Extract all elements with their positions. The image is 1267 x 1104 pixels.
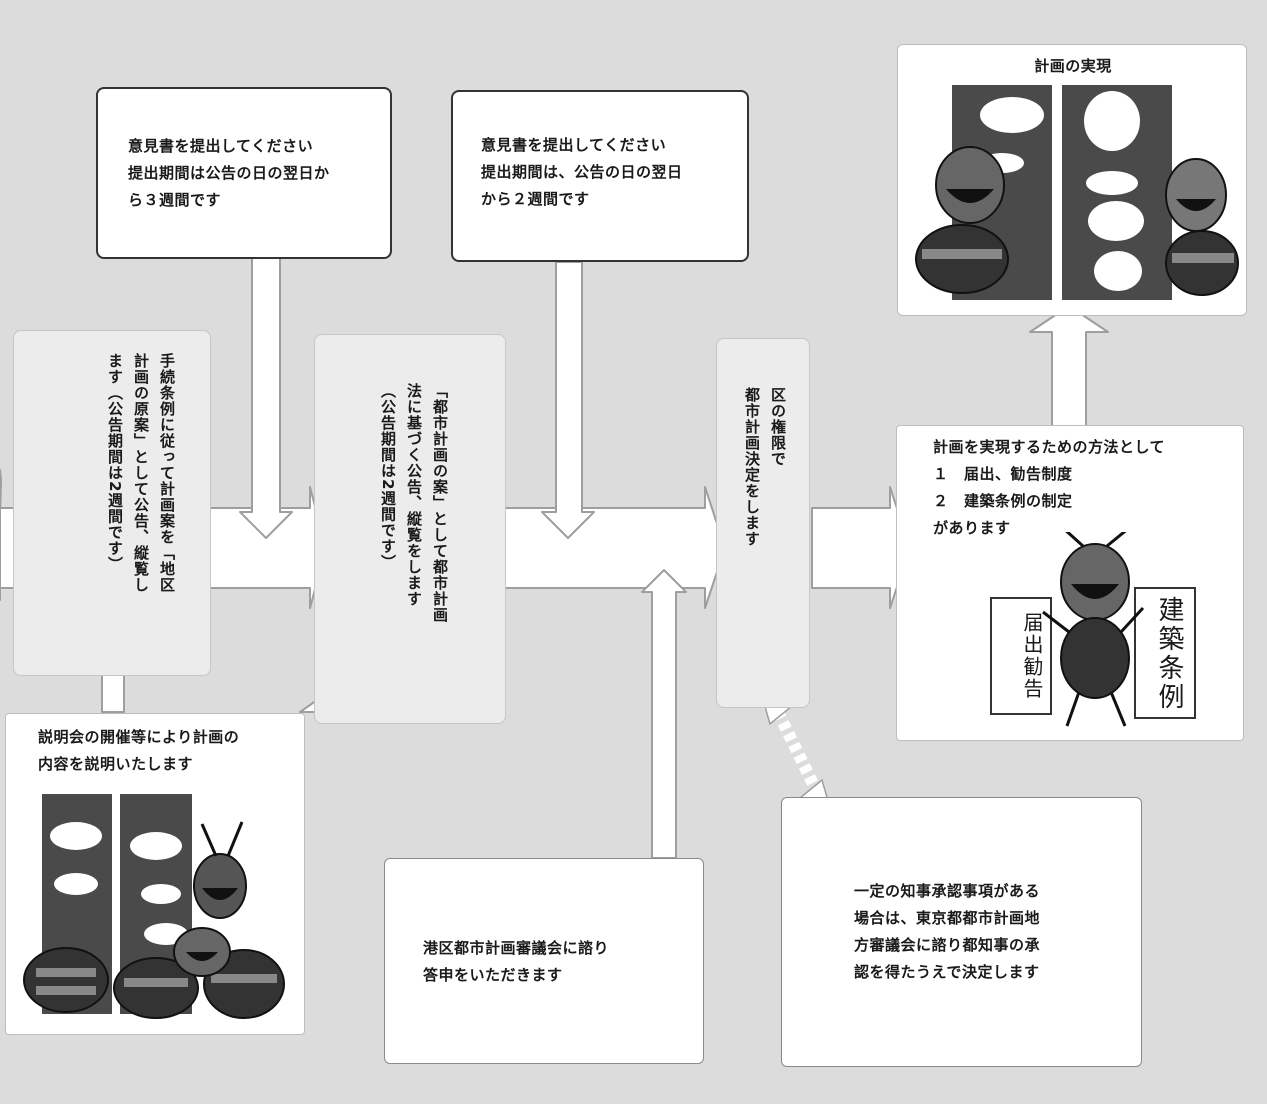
arrow-step2-to-step3 xyxy=(504,486,726,609)
step-city-plan-draft-text: 「都市計画の案」として都市計画 法に基づく公告、縦覧をします （公告期間は2週間… xyxy=(379,383,449,623)
connector-explain xyxy=(101,671,125,713)
step-decision-text: 区の権限で 都市計画決定をします xyxy=(743,387,787,547)
dashed-arrow-governor xyxy=(772,709,822,793)
comment-box-3weeks: 意見書を提出してください 提出期間は公告の日の翌日か ら３週間です xyxy=(96,87,392,259)
council-consultation-text: 港区都市計画審議会に諮り 答申をいただきます xyxy=(423,939,610,984)
comment-box-3weeks-text: 意見書を提出してください 提出期間は公告の日の翌日か ら３週間です xyxy=(128,137,330,209)
implementation-methods-box: 計画を実現するための方法として １ 届出、勧告制度 ２ 建築条例の制定 がありま… xyxy=(896,425,1244,741)
step-decision-box: 区の権限で 都市計画決定をします xyxy=(716,338,810,708)
ants-meeting-illustration xyxy=(23,794,285,1019)
explanation-meeting-text: 説明会の開催等により計画の 内容を説明いたします xyxy=(38,728,240,773)
comment-box-2weeks: 意見書を提出してください 提出期間は、公告の日の翌日 から２週間です xyxy=(451,90,749,262)
arrow-comment2-down xyxy=(541,261,595,539)
governor-approval-text: 一定の知事承認事項がある 場合は、東京都都市計画地 方審議会に諮り都知事の承 認… xyxy=(854,882,1041,981)
arrow-comment1-down xyxy=(239,257,293,539)
main-flow-arrow xyxy=(0,469,2,601)
council-consultation-box: 港区都市計画審議会に諮り 答申をいただきます xyxy=(384,858,704,1064)
comment-box-2weeks-text: 意見書を提出してください 提出期間は、公告の日の翌日 から２週間です xyxy=(481,136,683,208)
ant-holding-signs-illustration xyxy=(990,532,1196,727)
plan-realization-title: 計画の実現 xyxy=(1034,57,1112,75)
arrow-to-realization xyxy=(1029,305,1109,431)
governor-approval-box: 一定の知事承認事項がある 場合は、東京都都市計画地 方審議会に諮り都知事の承 認… xyxy=(781,797,1142,1067)
town-realization-illustration xyxy=(915,85,1239,300)
implementation-methods-text: 計画を実現するための方法として １ 届出、勧告制度 ２ 建築条例の制定 がありま… xyxy=(933,438,1166,537)
explanation-meeting-box: 説明会の開催等により計画の 内容を説明いたします xyxy=(5,713,305,1035)
step-city-plan-draft-box: 「都市計画の案」として都市計画 法に基づく公告、縦覧をします （公告期間は2週間… xyxy=(314,334,506,724)
step-draft-plan-text: 手続条例に従って計画案を「地区 計画の原案」として公告、縦覧し ます（公告期間は… xyxy=(106,353,176,593)
plan-realization-box: 計画の実現 xyxy=(897,44,1247,316)
sign-left-text: 届出勧告 xyxy=(1020,612,1044,700)
sign-right-text: 建築条例 xyxy=(1154,596,1184,712)
arrow-council-up xyxy=(641,569,687,859)
step-draft-plan-box: 手続条例に従って計画案を「地区 計画の原案」として公告、縦覧し ます（公告期間は… xyxy=(13,330,211,676)
